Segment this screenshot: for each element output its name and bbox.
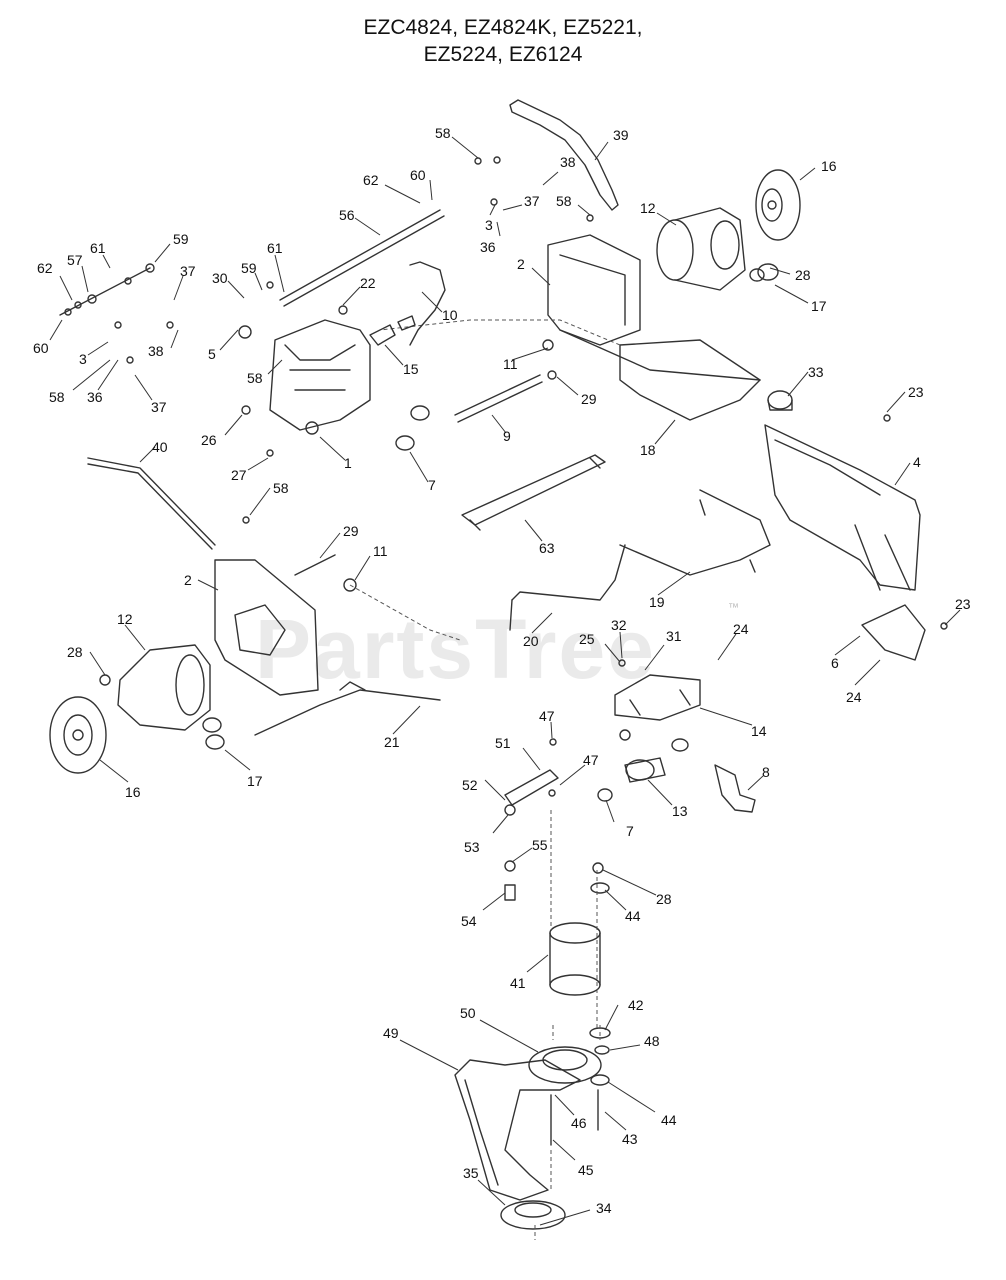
callout-47: 47: [539, 708, 555, 724]
callout-9: 9: [503, 428, 511, 444]
callout-48: 48: [644, 1033, 660, 1049]
callout-16: 16: [125, 784, 141, 800]
callout-38: 38: [148, 343, 164, 359]
callout-58: 58: [247, 370, 263, 386]
callout-17: 17: [247, 773, 263, 789]
callout-5: 5: [208, 346, 216, 362]
callout-29: 29: [581, 391, 597, 407]
part-drawings: [49, 99, 948, 1240]
callout-labels: 58 39 38 37 3 36 62 60 56 16 12 58 2 28 …: [33, 125, 971, 1216]
callout-52: 52: [462, 777, 478, 793]
diagram-title: EZC4824, EZ4824K, EZ5221, EZ5224, EZ6124: [0, 14, 1006, 68]
callout-46: 46: [571, 1115, 587, 1131]
callout-16: 16: [821, 158, 837, 174]
callout-56: 56: [339, 207, 355, 223]
callout-13: 13: [672, 803, 688, 819]
callout-7: 7: [626, 823, 634, 839]
callout-28: 28: [67, 644, 83, 660]
callout-59: 59: [241, 260, 257, 276]
callout-58: 58: [49, 389, 65, 405]
callout-11: 11: [373, 543, 388, 559]
callout-50: 50: [460, 1005, 476, 1021]
callout-39: 39: [613, 127, 629, 143]
callout-23: 23: [955, 596, 971, 612]
callout-28: 28: [795, 267, 811, 283]
callout-2: 2: [517, 256, 525, 272]
callout-58: 58: [273, 480, 289, 496]
callout-2: 2: [184, 572, 192, 588]
callout-18: 18: [640, 442, 656, 458]
callout-10: 10: [442, 307, 458, 323]
callout-20: 20: [523, 633, 539, 649]
callout-55: 55: [532, 837, 548, 853]
callout-42: 42: [628, 997, 644, 1013]
callout-24: 24: [846, 689, 862, 705]
callout-3: 3: [485, 217, 493, 233]
callout-37: 37: [180, 263, 196, 279]
callout-61: 61: [267, 240, 283, 256]
title-line-2: EZ5224, EZ6124: [423, 43, 583, 66]
callout-8: 8: [762, 764, 770, 780]
callout-54: 54: [461, 913, 477, 929]
callout-38: 38: [560, 154, 576, 170]
callout-53: 53: [464, 839, 480, 855]
callout-31: 31: [666, 628, 682, 644]
callout-4: 4: [913, 454, 921, 470]
callout-36: 36: [480, 239, 496, 255]
watermark-logo: PartsTree: [255, 602, 656, 696]
callout-19: 19: [649, 594, 665, 610]
callout-57: 57: [67, 252, 83, 268]
leader-lines: [49, 136, 961, 1226]
callout-15: 15: [403, 361, 419, 377]
callout-14: 14: [751, 723, 767, 739]
callout-24: 24: [733, 621, 749, 637]
callout-11: 11: [503, 356, 518, 372]
callout-36: 36: [87, 389, 103, 405]
callout-63: 63: [539, 540, 555, 556]
callout-25: 25: [579, 631, 595, 647]
callout-37: 37: [524, 193, 540, 209]
callout-6: 6: [831, 655, 839, 671]
callout-60: 60: [33, 340, 49, 356]
callout-21: 21: [384, 734, 400, 750]
title-line-1: EZC4824, EZ4824K, EZ5221,: [363, 16, 643, 39]
callout-30: 30: [212, 270, 228, 286]
callout-47: 47: [583, 752, 599, 768]
callout-51: 51: [495, 735, 511, 751]
callout-7: 7: [428, 477, 436, 493]
watermark-tm: ™: [728, 602, 739, 614]
callout-28: 28: [656, 891, 672, 907]
callout-49: 49: [383, 1025, 399, 1041]
callout-59: 59: [173, 231, 189, 247]
callout-45: 45: [578, 1162, 594, 1178]
callout-40: 40: [152, 439, 168, 455]
callout-32: 32: [611, 617, 627, 633]
callout-35: 35: [463, 1165, 479, 1181]
callout-33: 33: [808, 364, 824, 380]
callout-3: 3: [79, 351, 87, 367]
callout-61: 61: [90, 240, 106, 256]
callout-27: 27: [231, 467, 247, 483]
callout-44: 44: [625, 908, 641, 924]
callout-23: 23: [908, 384, 924, 400]
callout-17: 17: [811, 298, 827, 314]
callout-29: 29: [343, 523, 359, 539]
callout-62: 62: [363, 172, 379, 188]
callout-12: 12: [640, 200, 656, 216]
callout-60: 60: [410, 167, 426, 183]
callout-1: 1: [344, 455, 352, 471]
callout-34: 34: [596, 1200, 612, 1216]
callout-37: 37: [151, 399, 167, 415]
callout-58: 58: [435, 125, 451, 141]
callout-26: 26: [201, 432, 217, 448]
callout-58: 58: [556, 193, 572, 209]
callout-62: 62: [37, 260, 53, 276]
callout-12: 12: [117, 611, 133, 627]
callout-22: 22: [360, 275, 376, 291]
callout-44: 44: [661, 1112, 677, 1128]
callout-43: 43: [622, 1131, 638, 1147]
callout-41: 41: [510, 975, 526, 991]
